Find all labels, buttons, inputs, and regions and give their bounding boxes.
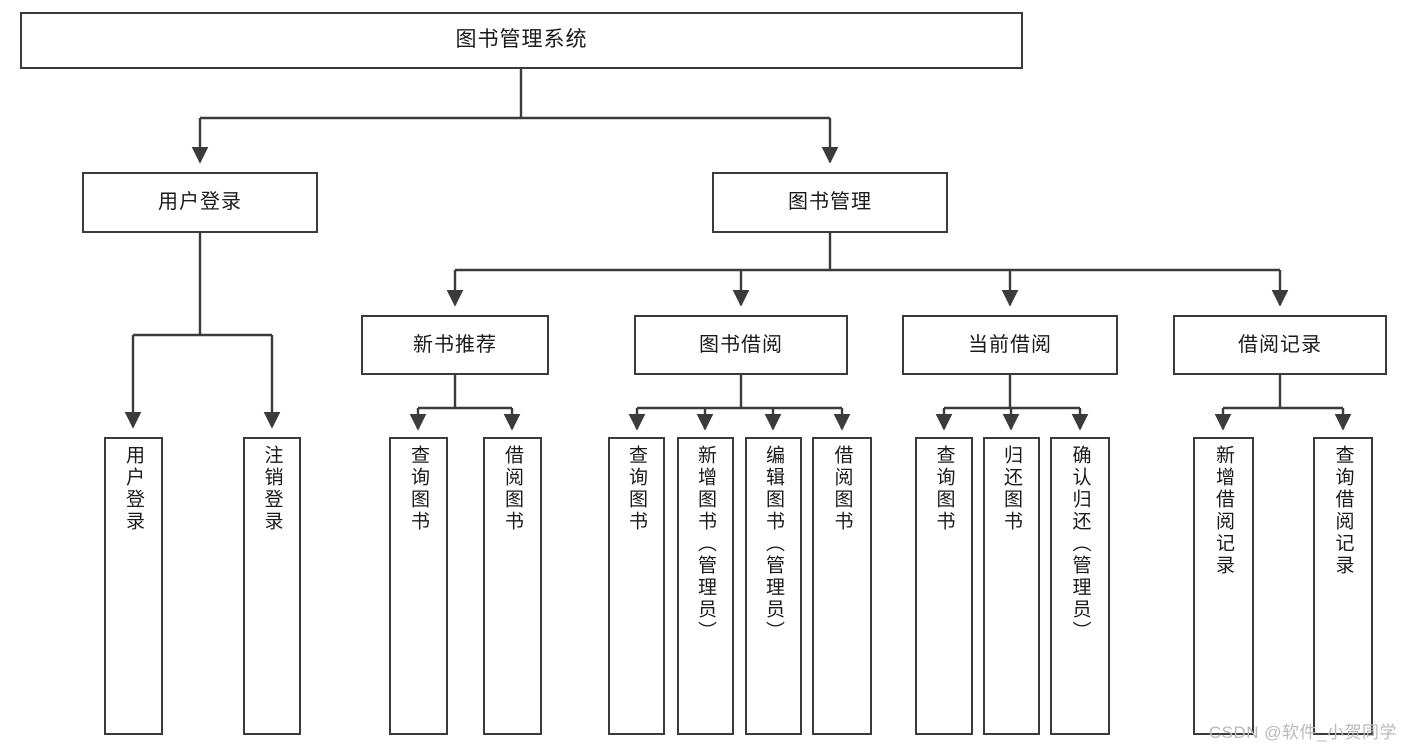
node-leaf-query-book-rec[interactable]: 查询图书	[389, 437, 448, 735]
node-leaf-borrow-book-rec[interactable]: 借阅图书	[483, 437, 542, 735]
csdn-watermark: CSDN @软件_小贺同学	[1208, 723, 1397, 742]
node-user-login[interactable]: 用户登录	[82, 172, 318, 233]
leaf-label: 注销登录	[261, 445, 283, 533]
leaf-label: 用户登录	[123, 445, 144, 533]
leaf-label: 查询借阅记录	[1332, 445, 1354, 577]
leaf-label: 新增借阅记录	[1213, 445, 1234, 577]
node-leaf-add-borrow-record[interactable]: 新增借阅记录	[1193, 437, 1254, 735]
leaf-label: 确认归还（管理员）	[1069, 445, 1091, 643]
node-leaf-query-book-borrow[interactable]: 查询图书	[608, 437, 665, 735]
node-leaf-confirm-return-admin[interactable]: 确认归还（管理员）	[1050, 437, 1110, 735]
leaf-label: 借阅图书	[502, 445, 523, 533]
leaf-label: 编辑图书（管理员）	[763, 445, 784, 643]
node-book-borrow[interactable]: 图书借阅	[634, 315, 848, 375]
node-root[interactable]: 图书管理系统	[20, 12, 1023, 69]
node-leaf-query-borrow-record[interactable]: 查询借阅记录	[1313, 437, 1373, 735]
leaf-label: 查询图书	[408, 445, 429, 533]
node-leaf-user-login[interactable]: 用户登录	[104, 437, 163, 735]
leaf-label: 查询图书	[626, 445, 647, 533]
node-current-borrow[interactable]: 当前借阅	[902, 315, 1118, 375]
node-leaf-query-book-current[interactable]: 查询图书	[915, 437, 973, 735]
leaf-label: 借阅图书	[831, 445, 853, 533]
leaf-label: 新增图书（管理员）	[695, 445, 716, 643]
node-leaf-borrow-book[interactable]: 借阅图书	[812, 437, 872, 735]
node-book-manage[interactable]: 图书管理	[712, 172, 948, 233]
leaf-label: 查询图书	[933, 445, 955, 533]
node-leaf-user-logout[interactable]: 注销登录	[243, 437, 301, 735]
node-leaf-edit-book-admin[interactable]: 编辑图书（管理员）	[745, 437, 802, 735]
node-borrow-record[interactable]: 借阅记录	[1173, 315, 1387, 375]
node-leaf-add-book-admin[interactable]: 新增图书（管理员）	[677, 437, 734, 735]
leaf-label: 归还图书	[1001, 445, 1022, 533]
node-new-book-recommend[interactable]: 新书推荐	[361, 315, 549, 375]
node-leaf-return-book[interactable]: 归还图书	[983, 437, 1040, 735]
